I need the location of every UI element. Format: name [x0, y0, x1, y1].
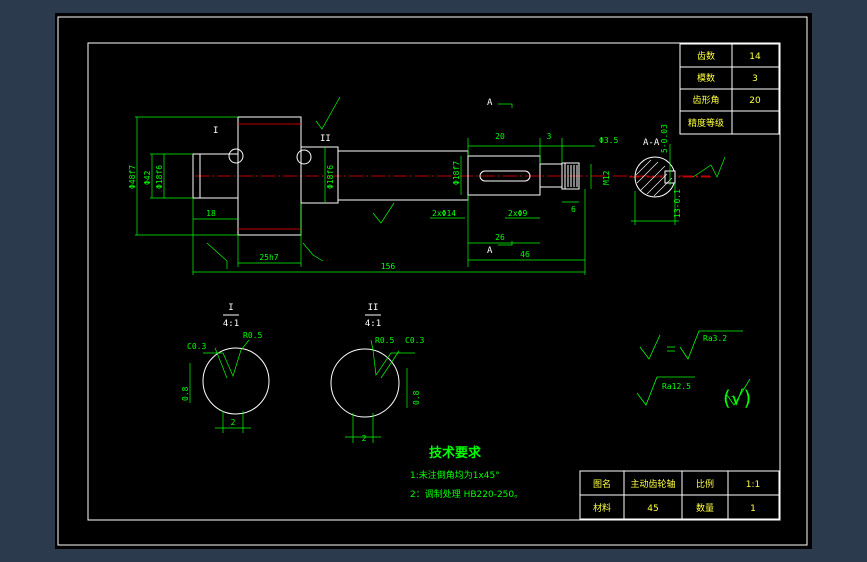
- dim-d3: Φ18f6: [155, 165, 164, 189]
- shaft-dimensions: [135, 96, 595, 275]
- detail-i-dim-vertical: 0.8: [181, 386, 190, 401]
- gear-row-value: 20: [749, 96, 761, 106]
- dim-len-25h7: 25h7: [259, 253, 278, 262]
- outer-frame: [57, 16, 808, 546]
- dim-d2: Φ42: [143, 170, 152, 185]
- section-marker-a-bottom: A: [487, 246, 493, 256]
- callout-label-ii: II: [320, 134, 331, 144]
- dim-d4: Φ18f6: [326, 165, 335, 189]
- tb-name-value: 主动齿轮轴: [630, 478, 675, 490]
- detail-i-dim-bottom: 2: [231, 418, 236, 427]
- detail-i-r-label: R0.5: [243, 331, 262, 340]
- dim-len-26: 26: [495, 233, 505, 242]
- keyway-shaft: [467, 155, 541, 196]
- dim-len-20: 20: [495, 132, 505, 141]
- surface-ra-label: Ra12.5: [662, 382, 691, 391]
- tb-qty-label: 数量: [696, 502, 714, 514]
- shaft-drawing: 齿数 14 模数 3 齿形角 20 精度等级: [57, 16, 808, 546]
- keyway: [479, 170, 531, 182]
- dim-phi3-5: Φ3.5: [599, 136, 618, 145]
- dim-chamfer-a: 2xΦ14: [432, 209, 456, 218]
- tb-material-value: 45: [647, 504, 658, 514]
- gear-row-label: 模数: [697, 72, 715, 84]
- detail-i: I 4:1 C0.3 R0.5 0.8 2: [181, 303, 270, 433]
- dim-len-46: 46: [520, 250, 530, 259]
- tb-qty-value: 1: [750, 504, 756, 514]
- tb-material-label: 材料: [593, 502, 611, 514]
- detail-ii-dim-bottom: 2: [362, 434, 367, 443]
- inner-frame: [87, 42, 781, 521]
- detail-ii-circle: [330, 348, 400, 418]
- middle-shaft: [337, 150, 469, 201]
- tech-title: 技术要求: [429, 445, 482, 461]
- section-marker-a-top: A: [487, 98, 493, 108]
- tb-name-label: 图名: [593, 478, 611, 490]
- gear-row-label: 精度等级: [688, 117, 724, 129]
- callout-label-i: I: [213, 126, 218, 136]
- tech-item: 2：调制处理 HB220-250。: [410, 488, 523, 500]
- detail-i-circle: [202, 347, 270, 415]
- detail-ii-scale: 4:1: [365, 319, 381, 329]
- surface-finish-notes: Ra3.2 Ra12.5 (√): [636, 330, 751, 410]
- tb-scale-value: 1:1: [746, 480, 760, 490]
- detail-i-c-label: C0.3: [187, 342, 206, 351]
- callout-circle-i: [228, 148, 244, 164]
- shaft-neck: [539, 163, 563, 188]
- dim-d6: M12: [602, 170, 611, 185]
- shaft-main-view: [192, 116, 710, 236]
- detail-i-scale: 4:1: [223, 319, 239, 329]
- cad-viewport[interactable]: 齿数 14 模数 3 齿形角 20 精度等级: [55, 13, 812, 549]
- title-block: 图名 主动齿轮轴 比例 1:1 材料 45 数量 1: [579, 470, 780, 520]
- section-aa-label: A-A: [643, 138, 660, 148]
- detail-ii-c-label: C0.3: [405, 336, 424, 345]
- callout-circle-ii: [296, 149, 312, 165]
- dim-d5: Φ18f7: [452, 161, 461, 185]
- detail-ii-title: II: [368, 303, 379, 313]
- dim-len-156: 156: [381, 262, 396, 271]
- gear-row-label: 齿数: [697, 50, 715, 62]
- dim-section-5: 5-0.03: [660, 124, 669, 153]
- section-a-a: A-A 13-0.1 5-0.03: [629, 124, 726, 225]
- surface-eq-label: Ra3.2: [703, 334, 727, 343]
- tech-item: 1:未注倒角均为1x45°: [410, 469, 500, 481]
- gear-row-value: 3: [752, 74, 758, 84]
- detail-ii: II 4:1 R0.5 C0.3 0.8 2: [330, 303, 424, 443]
- dim-chamfer-b: 2xΦ9: [508, 209, 527, 218]
- dim-len-3: 3: [547, 132, 552, 141]
- detail-ii-dim-vertical: 0.8: [412, 390, 421, 405]
- shaft-dimension-text: Φ48f7 Φ42 Φ18f6 Φ18f6 Φ18f7 M12 18 25h7 …: [128, 98, 618, 271]
- tb-scale-label: 比例: [696, 478, 714, 490]
- dim-len-6: 6: [571, 205, 576, 214]
- detail-i-title: I: [228, 303, 233, 313]
- detail-ii-r-label: R0.5: [375, 336, 394, 345]
- gear-parameter-table: 齿数 14 模数 3 齿形角 20 精度等级: [679, 43, 780, 135]
- dim-d1: Φ48f7: [128, 165, 137, 189]
- surface-rest-mark: (√): [723, 386, 751, 410]
- technical-requirements: 技术要求 1:未注倒角均为1x45° 2：调制处理 HB220-250。: [410, 445, 523, 500]
- dim-len-18: 18: [206, 209, 216, 218]
- gear-row-label: 齿形角: [692, 94, 719, 106]
- gear-row-value: 14: [749, 52, 761, 62]
- thread-end: [561, 162, 580, 190]
- dim-section-13: 13-0.1: [673, 189, 682, 218]
